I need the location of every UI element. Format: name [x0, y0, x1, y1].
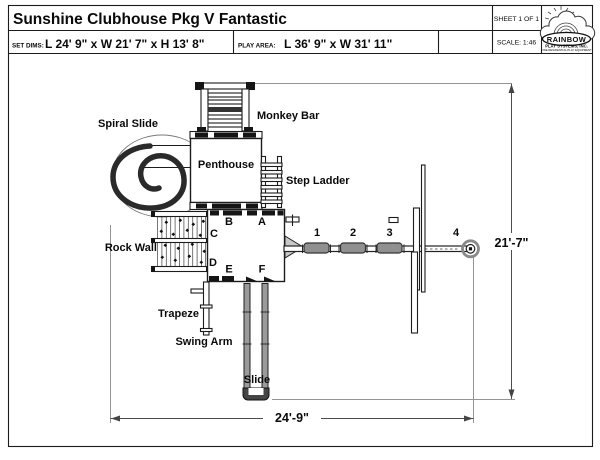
deck-position-c: C — [210, 228, 218, 240]
deck-structure: A B C D E F — [206, 208, 300, 283]
step-ladder-structure — [260, 155, 283, 209]
deck-position-b: B — [225, 216, 233, 228]
label-monkey-bar: Monkey Bar — [257, 110, 320, 122]
rainbow-logo: RAINBOW PLAY SYSTEMS, INC. FINE RESIDENT… — [539, 6, 596, 52]
swing-position-3: 3 — [386, 227, 392, 239]
deck-position-a: A — [258, 216, 266, 228]
swing-beam-structure: 1 2 3 4 — [283, 164, 480, 334]
set-dims-label: SET DIMS: — [12, 43, 44, 50]
swing-position-1: 1 — [314, 227, 320, 239]
play-area-label: PLAY AREA: — [238, 43, 276, 50]
swing-arm-structure — [190, 281, 213, 336]
logo-subtitle: PLAY SYSTEMS, INC. — [545, 44, 588, 49]
label-trapeze: Trapeze — [158, 308, 199, 320]
swing-seat — [339, 242, 367, 254]
deck-position-e: E — [225, 264, 232, 276]
slide-structure — [242, 283, 270, 401]
scale-value: SCALE: 1:46 — [497, 40, 537, 47]
label-slide: Slide — [244, 374, 270, 386]
label-rock-wall: Rock Wall — [105, 242, 157, 254]
deck-position-f: F — [259, 264, 266, 276]
dimension-lines: 21'-7" 24'-9" — [110, 83, 535, 425]
sheet-number: SHEET 1 OF 1 — [494, 16, 539, 23]
label-step-ladder: Step Ladder — [286, 175, 350, 187]
sheet-border — [7, 4, 594, 448]
swing-seat — [376, 242, 403, 254]
play-area-value: L 36' 9" x W 31' 11" — [284, 37, 392, 51]
logo-banner — [541, 31, 592, 47]
label-swing-arm: Swing Arm — [175, 336, 232, 348]
rock-wall-structure — [151, 210, 211, 273]
deck-position-d: D — [209, 257, 217, 269]
page-title: Sunshine Clubhouse Pkg V Fantastic — [13, 11, 287, 28]
logo-name: RAINBOW — [547, 35, 587, 44]
height-dimension: 21'-7" — [495, 236, 529, 250]
tire-swing — [461, 239, 480, 259]
penthouse-structure — [189, 130, 263, 211]
swing-position-2: 2 — [350, 227, 356, 239]
set-dims-value: L 24' 9" x W 21' 7" x H 13' 8" — [45, 37, 205, 51]
title-block: Sunshine Clubhouse Pkg V Fantastic SET D… — [7, 4, 596, 448]
a-frame-leg — [410, 251, 419, 334]
label-spiral-slide: Spiral Slide — [98, 118, 158, 130]
label-penthouse: Penthouse — [198, 159, 254, 171]
swing-seat — [303, 242, 330, 254]
swing-position-4: 4 — [453, 227, 460, 239]
width-dimension: 24'-9" — [275, 411, 309, 425]
component-labels: Spiral Slide Monkey Bar Penthouse Step L… — [98, 110, 350, 386]
a-frame-leg — [420, 164, 426, 293]
logo-tagline: FINE RESIDENTIAL PLAY EQUIPMENT — [541, 48, 592, 52]
monkey-bar-structure — [195, 82, 255, 135]
rock-wall-holds — [159, 218, 207, 265]
